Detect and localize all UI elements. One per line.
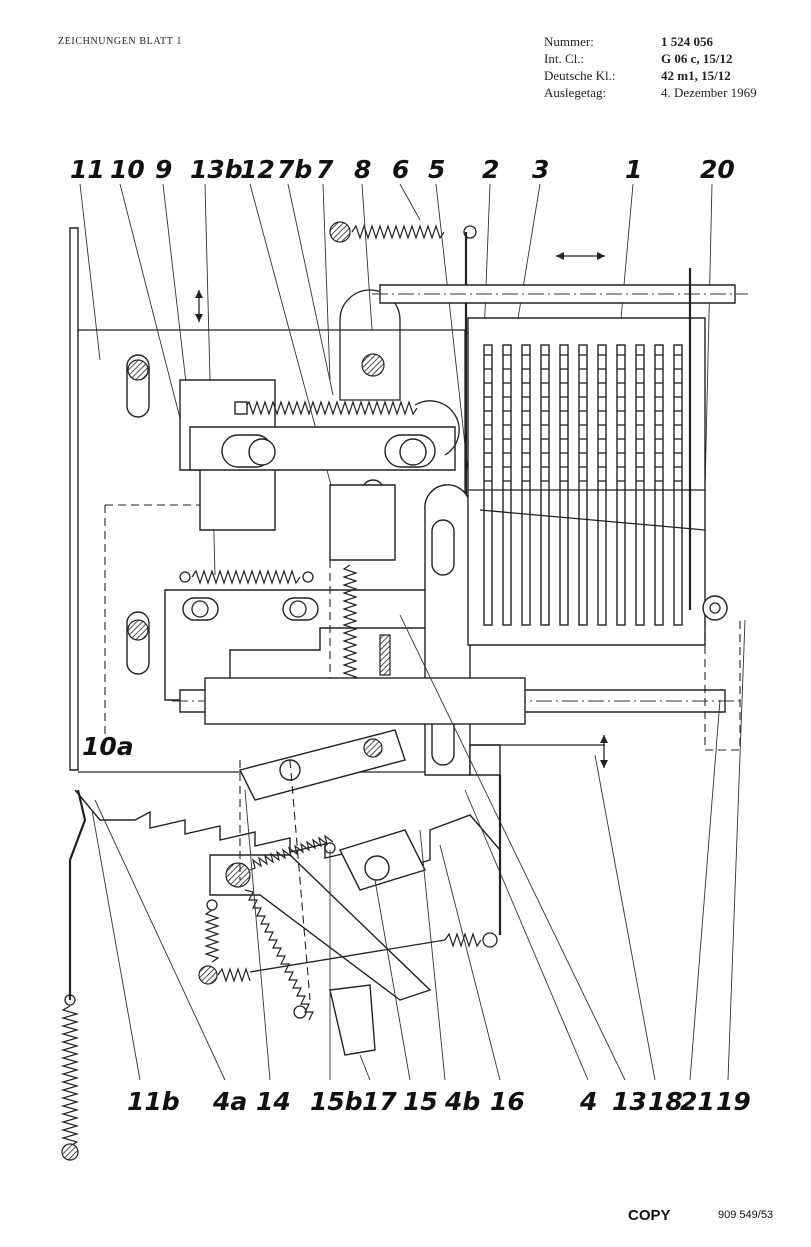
- label-14: 14: [256, 1087, 291, 1116]
- info-row-int-cl: Int. Cl.: G 06 c, 15/12: [544, 50, 757, 67]
- label-3: 3: [532, 155, 549, 184]
- label-12: 12: [240, 155, 275, 184]
- info-key: Int. Cl.:: [544, 51, 585, 66]
- sheet-title: ZEICHNUNGEN BLATT 1: [58, 36, 182, 47]
- info-key: Nummer:: [544, 34, 594, 49]
- label-9: 9: [155, 155, 172, 184]
- label-15: 15: [403, 1087, 438, 1116]
- info-key: Deutsche Kl.:: [544, 68, 616, 83]
- label-8: 8: [354, 155, 371, 184]
- register-block-1: [467, 268, 741, 751]
- label-18: 18: [648, 1087, 683, 1116]
- spring-7b: [234, 400, 418, 416]
- label-4a: 4a: [212, 1087, 247, 1116]
- register-column: [559, 344, 569, 626]
- register-column: [502, 344, 512, 626]
- label-1: 1: [625, 155, 642, 184]
- label-11b: 11b: [127, 1087, 180, 1116]
- register-column: [616, 344, 626, 626]
- motion-arrows: [195, 252, 608, 768]
- info-row-deutsche-kl: Deutsche Kl.: 42 m1, 15/12: [544, 67, 757, 84]
- label-2: 2: [482, 155, 499, 184]
- register-column: [540, 344, 550, 626]
- info-row-auslegetag: Auslegetag: 4. Dezember 1969: [544, 84, 757, 101]
- info-key: Auslegetag:: [544, 85, 607, 100]
- slide-assembly-7: [179, 289, 460, 561]
- lower-springs: [198, 834, 482, 1021]
- register-column: [578, 344, 588, 626]
- label-19: 19: [716, 1087, 751, 1116]
- label-7: 7: [316, 155, 334, 184]
- patent-info-block: Nummer: 1 524 056 Int. Cl.: G 06 c, 15/1…: [544, 33, 757, 101]
- label-5: 5: [428, 155, 445, 184]
- label-13b: 13b: [190, 155, 243, 184]
- spring-6: [329, 221, 477, 510]
- bottom-leader-lines: [91, 614, 746, 1081]
- label-10: 10: [110, 155, 145, 184]
- info-value: 1 524 056: [661, 34, 713, 49]
- print-number: 909 549/53: [718, 1209, 774, 1221]
- info-row-number: Nummer: 1 524 056: [544, 33, 757, 50]
- label-11: 11: [70, 155, 105, 184]
- label-16: 16: [490, 1087, 525, 1116]
- label-21: 21: [680, 1087, 715, 1116]
- label-4: 4: [579, 1087, 597, 1116]
- label-17: 17: [362, 1087, 397, 1116]
- label-4b: 4b: [444, 1087, 480, 1116]
- register-column: [521, 344, 531, 626]
- rod-11b: [60, 789, 87, 1161]
- label-20: 20: [700, 155, 735, 184]
- label-13: 13: [612, 1087, 647, 1116]
- spring-13b: [179, 569, 314, 585]
- pawl-assembly: [209, 729, 432, 1056]
- label-15b: 15b: [310, 1087, 363, 1116]
- shafts: [172, 284, 748, 725]
- info-value: 4. Dezember 1969: [661, 85, 757, 100]
- info-value: 42 m1, 15/12: [661, 68, 731, 83]
- register-column: [673, 344, 683, 626]
- register-column: [635, 344, 645, 626]
- register-column: [654, 344, 664, 626]
- info-value: G 06 c, 15/12: [661, 51, 733, 66]
- label-10a: 10a: [82, 732, 134, 761]
- label-6: 6: [392, 155, 409, 184]
- register-column: [483, 344, 493, 626]
- register-column: [597, 344, 607, 626]
- copy-stamp: COPY: [628, 1207, 671, 1224]
- label-7b: 7b: [277, 155, 312, 184]
